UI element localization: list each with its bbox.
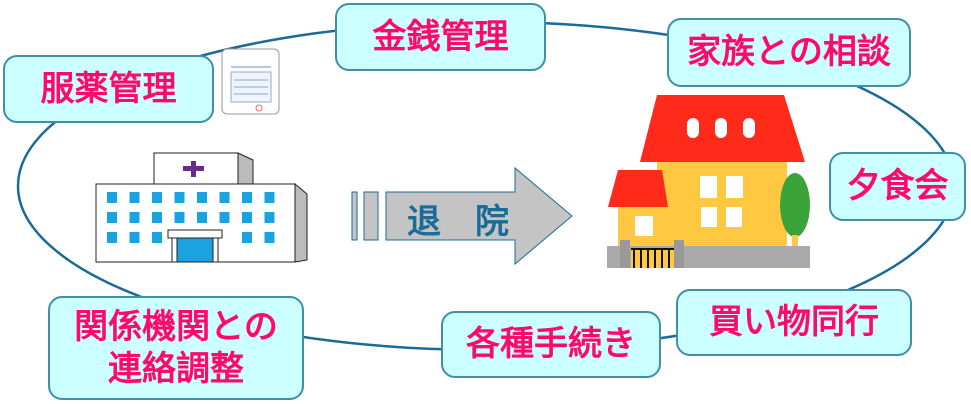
discharge-arrow [351,166,573,266]
item-agencies: 関係機関との 連絡調整 [48,296,304,400]
hospital-window [264,192,275,203]
hospital-window [107,232,117,243]
hospital-window [129,192,140,203]
item-shopping: 買い物同行 [676,289,912,356]
item-money: 金銭管理 [335,3,546,71]
hospital-window [242,192,252,203]
hospital-window [152,212,162,223]
hospital-window [129,232,140,243]
hospital-window [264,212,275,223]
hospital-window [197,192,207,203]
hospital-window [197,212,207,223]
prescription-icon [221,48,280,115]
hospital-window [107,212,117,223]
item-medication: 服薬管理 [3,55,214,123]
hospital-window [129,212,140,223]
hospital-window [242,212,252,223]
item-family: 家族との相談 [667,18,911,87]
item-procedures: 各種手続き [441,311,661,378]
hospital-window [152,192,162,203]
hospital-window [107,192,117,203]
hospital-window [264,232,275,243]
item-dinner: 夕食会 [829,152,966,221]
hospital-window [219,192,230,203]
hospital-window [219,212,230,223]
hospital-window [152,232,162,243]
discharge-label: 退 院 [407,202,509,242]
hospital-window [242,232,252,243]
house-icon [607,95,810,268]
hospital-window [174,212,185,223]
hospital-icon [95,152,308,263]
hospital-window [174,192,185,203]
